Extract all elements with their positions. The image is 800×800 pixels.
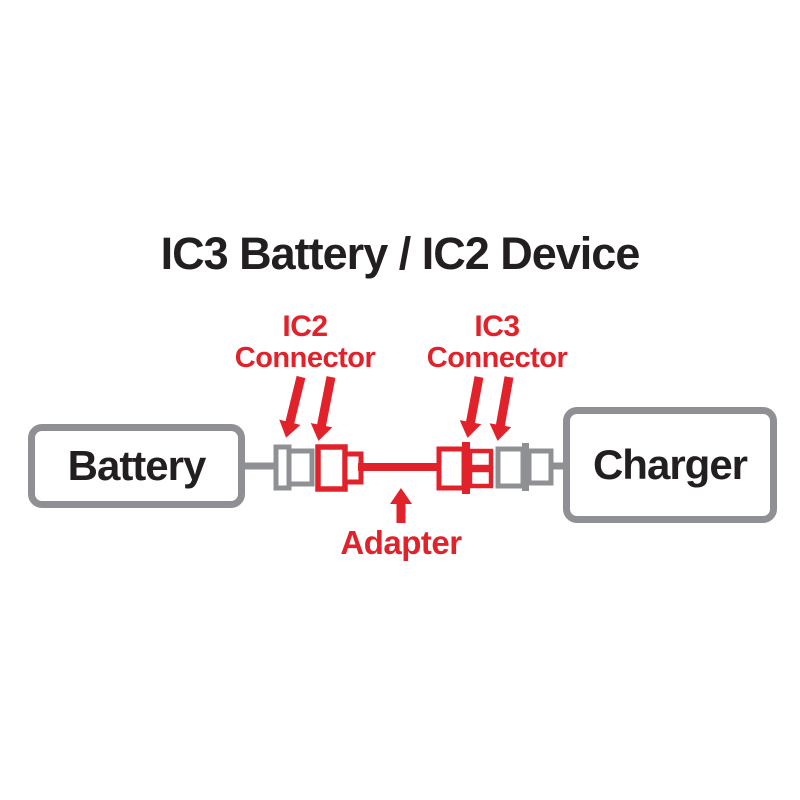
ic2-female-connector-icon (273, 444, 315, 491)
ic3-callout-line1: IC3 (474, 310, 520, 343)
ic2-callout-line2: Connector (234, 341, 376, 374)
ic3-connector-callout: IC3 Connector (377, 311, 617, 374)
ic3-female-connector-icon (495, 443, 554, 491)
battery-label: Battery (67, 442, 207, 489)
ic2-male-connector-icon (315, 444, 364, 492)
ic2-callout-line1: IC2 (282, 310, 328, 343)
ic3-arrow-left-icon (459, 376, 484, 438)
battery-box: Battery (28, 424, 245, 508)
ic2-arrow-right-icon (310, 376, 336, 441)
ic2-arrow-left-icon (279, 375, 306, 438)
ic2-connector-callout: IC2 Connector (185, 311, 425, 374)
callout-arrows (279, 375, 514, 523)
charger-box: Charger (563, 407, 777, 523)
adapter-callout: Adapter (340, 524, 462, 561)
diagram-title: IC3 Battery / IC2 Device (160, 228, 641, 279)
ic3-callout-line2: Connector (426, 341, 568, 374)
ic3-male-connector-icon (436, 442, 494, 494)
ic3-arrow-right-icon (489, 376, 514, 441)
charger-label: Charger (592, 441, 748, 488)
